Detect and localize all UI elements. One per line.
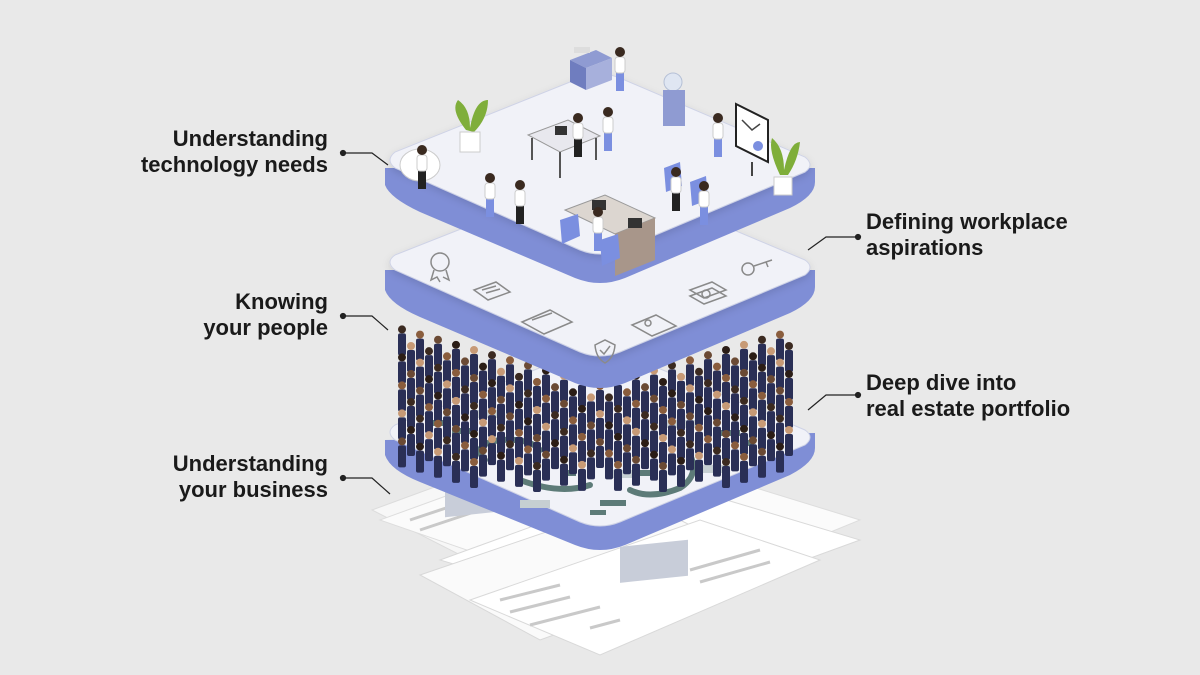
label-deep-dive-real-estate: Deep dive into real estate portfolio xyxy=(866,370,1070,422)
plant-right xyxy=(771,138,800,196)
connector-workplace xyxy=(807,233,862,251)
connector-technology xyxy=(339,149,389,166)
award-ribbon-icon xyxy=(429,252,451,283)
shield-icon xyxy=(594,339,616,364)
label-line: aspirations xyxy=(866,235,984,260)
label-line: Deep dive into xyxy=(866,370,1017,395)
printer xyxy=(570,47,612,90)
key-icon xyxy=(741,259,773,276)
connector-lines xyxy=(339,149,862,495)
folder-icon xyxy=(520,309,574,335)
document-icon xyxy=(472,281,512,301)
crowd-of-people xyxy=(398,325,793,492)
label-line: Understanding xyxy=(172,126,328,151)
desk-front xyxy=(563,194,657,276)
label-line: Defining workplace xyxy=(866,209,1068,234)
id-card-icon xyxy=(630,314,678,337)
label-line: technology needs xyxy=(140,152,328,177)
water-cooler xyxy=(663,72,685,126)
label-understanding-your-business: Understanding your business xyxy=(173,451,328,503)
label-line: real estate portfolio xyxy=(866,396,1071,421)
label-defining-workplace-aspirations: Defining workplace aspirations xyxy=(866,209,1068,261)
whiteboard xyxy=(735,102,769,176)
connector-realestate xyxy=(807,391,862,411)
label-line: Knowing xyxy=(235,289,328,314)
label-line: your business xyxy=(178,477,328,502)
office-people xyxy=(416,47,724,251)
label-understanding-technology-needs: Understanding technology needs xyxy=(141,126,328,178)
plant-left xyxy=(455,100,488,153)
connector-business xyxy=(339,474,391,495)
label-knowing-your-people: Knowing your people xyxy=(203,289,328,341)
money-stack-icon xyxy=(688,281,728,305)
platform-technology xyxy=(385,47,815,283)
label-line: Understanding xyxy=(172,451,328,476)
connector-people xyxy=(339,312,389,331)
label-line: your people xyxy=(203,315,328,340)
